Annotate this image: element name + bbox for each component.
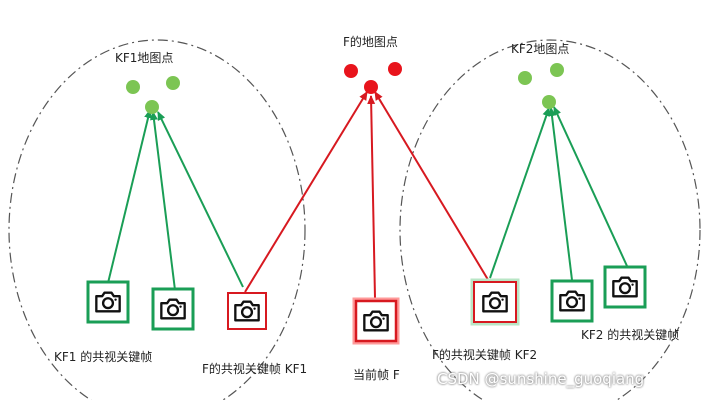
arrow-kf2-covis-a <box>547 107 573 281</box>
f-map-point <box>388 62 402 76</box>
label-f-covis-kf1: F的共视关键帧 KF1 <box>202 362 308 376</box>
f-map-point <box>344 64 358 78</box>
kf2-region-ellipse <box>399 39 701 400</box>
label-current-frame: 当前帧 F <box>353 368 400 382</box>
f-covis-keyframe-kf1 <box>227 292 267 330</box>
current-frame-f <box>352 297 400 345</box>
arrow-kf2-to-points <box>489 107 551 279</box>
arrow-kf1-to-points <box>157 111 244 288</box>
arrow-current-to-fpoint <box>367 95 376 299</box>
label-kf1-covis: KF1 的共视关键帧 <box>54 350 153 364</box>
label-f-covis-kf2: F的共视关键帧 KF2 <box>432 348 538 362</box>
label-kf2-map-points: KF2地图点 <box>511 42 570 56</box>
kf2-map-point <box>542 95 556 109</box>
label-kf2-covis: KF2 的共视关键帧 <box>581 328 680 342</box>
kf2-covis-keyframe <box>603 265 647 309</box>
label-kf1-map-points: KF1地图点 <box>115 51 174 65</box>
arrow-kf2-covis-b <box>553 106 628 267</box>
kf1-region-ellipse <box>8 39 306 400</box>
f-map-point <box>364 80 378 94</box>
f-covis-keyframe-kf2 <box>470 278 520 326</box>
label-f-map-points: F的地图点 <box>343 35 398 49</box>
arrow-kf1-covis-b <box>150 111 176 291</box>
arrow-kf1-covis-a <box>107 109 152 284</box>
arrow-kf2-to-fpoint <box>374 91 491 284</box>
kf1-map-point <box>126 80 140 94</box>
kf2-map-point <box>550 63 564 77</box>
arrow-kf1-to-fpoint <box>244 91 368 293</box>
kf1-covis-keyframe <box>86 280 130 324</box>
kf1-covis-keyframe <box>151 287 195 331</box>
kf1-map-point <box>145 100 159 114</box>
kf2-map-point <box>518 71 532 85</box>
watermark: CSDN @sunshine_guoqiang <box>437 370 645 388</box>
kf1-map-point <box>166 76 180 90</box>
kf2-covis-keyframe <box>550 279 594 323</box>
